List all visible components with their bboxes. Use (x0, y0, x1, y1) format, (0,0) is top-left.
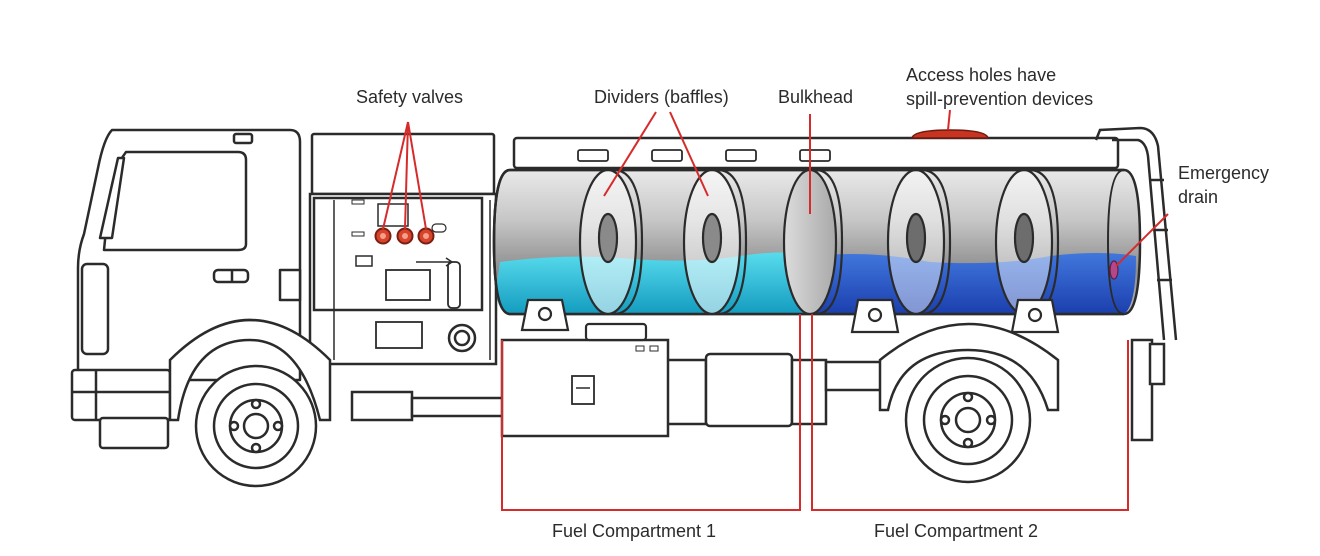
access-holes-leader (947, 109, 951, 131)
compartment-1-bracket (501, 314, 801, 511)
bulkhead-label: Bulkhead (778, 87, 854, 107)
emergency-drain-leader (1115, 213, 1169, 267)
safety-valves-leader-left (382, 121, 409, 230)
chassis (168, 318, 1166, 442)
dividers-leader-right (669, 111, 709, 197)
tank-mounts (520, 298, 1060, 342)
safety-valves-label: Safety valves (356, 87, 464, 107)
safety-valves-leader-right (407, 121, 427, 230)
rear-wheel (904, 356, 1032, 484)
emergency-drain-valve (1109, 260, 1119, 280)
emergency-drain-label-line-2: drain (1178, 187, 1219, 207)
dividers-leader-left (603, 111, 657, 197)
tank-walkway (512, 136, 1120, 170)
compartment-2-bracket (811, 314, 1129, 511)
truck-cab (70, 128, 302, 450)
baffle-1 (578, 168, 644, 316)
fuel-compartment-1-label: Fuel Compartment 1 (552, 521, 717, 541)
baffle-2 (682, 168, 748, 316)
pump-cabinet (308, 132, 498, 366)
access-holes-label-line-2: spill-prevention devices (906, 89, 1094, 109)
fuel-compartment-2-label: Fuel Compartment 2 (874, 521, 1039, 541)
access-hole-cap (911, 129, 989, 139)
rear-ladder (1094, 126, 1178, 341)
callout-lines (382, 109, 1169, 511)
safety-valves-leader-middle (404, 121, 409, 230)
emergency-drain-label-line-1: Emergency (1178, 163, 1270, 183)
access-holes-label-line-1: Access holes have (906, 65, 1057, 85)
storage-box (500, 338, 670, 438)
dividers-label: Dividers (baffles) (594, 87, 729, 107)
front-wheel (194, 364, 318, 488)
safety-valve-set (374, 227, 435, 245)
baffle-3 (886, 168, 952, 316)
